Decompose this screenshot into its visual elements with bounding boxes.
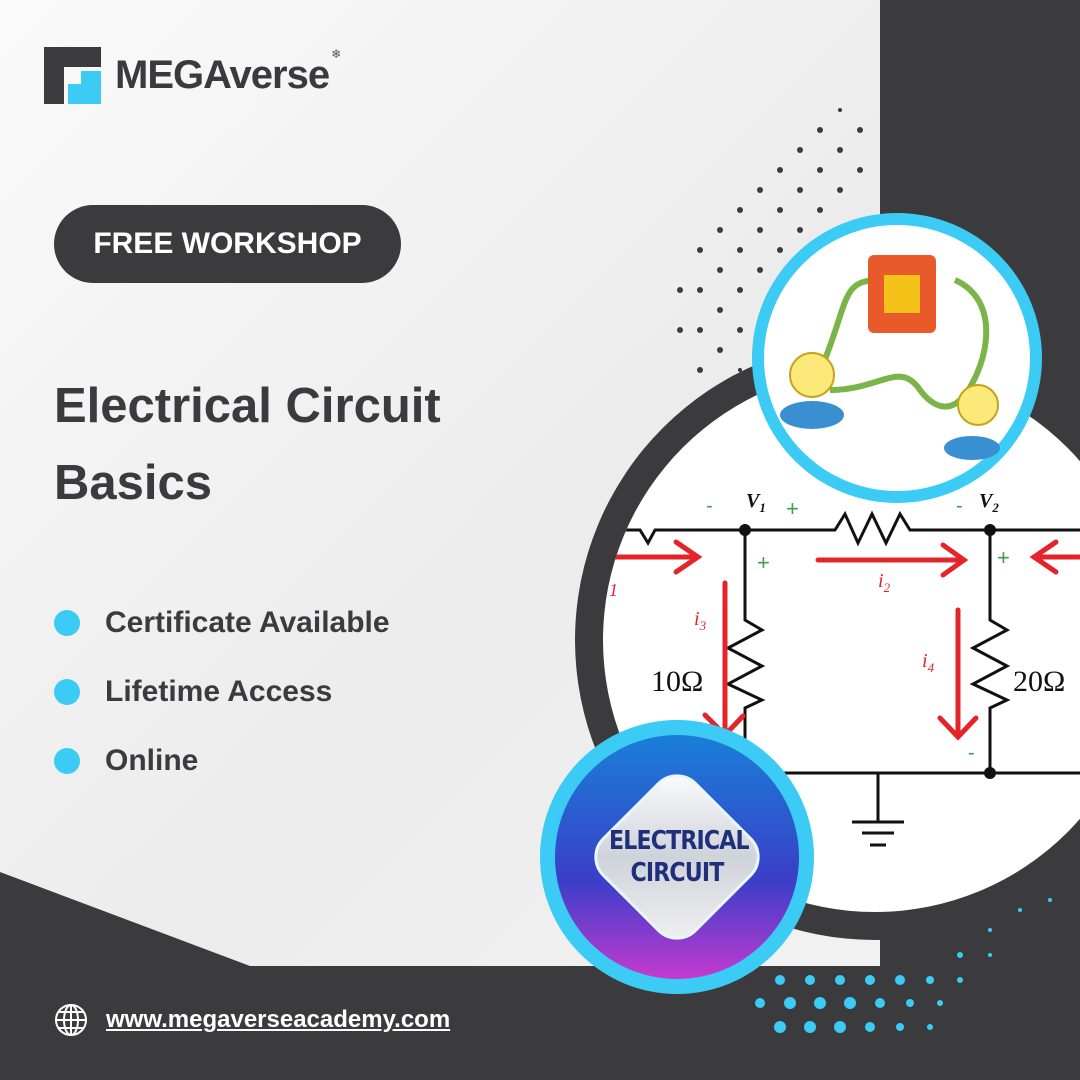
v1-label: V1 <box>746 490 766 515</box>
bulb-circuit-illustration <box>780 255 1000 460</box>
feature-label: Lifetime Access <box>105 674 333 708</box>
i1-label: 1 <box>609 580 618 600</box>
i4-label: i4 <box>922 650 935 675</box>
resistor-20-label: 20Ω <box>1013 665 1066 698</box>
plus-sign: + <box>757 550 770 575</box>
brand-name: MEGAverse <box>115 53 330 97</box>
i3-label: i3 <box>694 608 707 633</box>
electrical-circuit-emblem: ELECTRICAL CIRCUIT <box>609 826 750 888</box>
dot-pattern <box>677 108 863 392</box>
megaverse-logo: MEGAverse ❄ <box>44 47 341 104</box>
minus-sign: - <box>956 495 963 517</box>
feature-label: Certificate Available <box>105 605 390 639</box>
feature-label: Online <box>105 743 199 777</box>
plus-sign: + <box>786 496 799 521</box>
plus-sign: + <box>997 545 1010 570</box>
bullet-icon <box>54 609 80 636</box>
free-workshop-badge: FREE WORKSHOP <box>54 205 401 283</box>
bullet-icon <box>54 678 80 705</box>
feature-item: Certificate Available <box>54 588 390 657</box>
feature-list: Certificate Available Lifetime Access On… <box>54 588 390 795</box>
feature-item: Lifetime Access <box>54 657 390 726</box>
brand-mark: ❄ <box>331 47 342 61</box>
minus-sign: - <box>706 495 713 517</box>
feature-item: Online <box>54 726 390 795</box>
website-link[interactable]: www.megaverseacademy.com <box>106 1006 451 1033</box>
title-line-1: Electrical Circuit <box>54 379 441 433</box>
title-line-2: Basics <box>54 456 213 510</box>
resistor-10-label: 10Ω <box>651 665 704 698</box>
bullet-icon <box>54 747 80 774</box>
i2-label: i2 <box>878 570 891 595</box>
logo-mark-icon <box>44 47 101 104</box>
cyan-dot-pattern <box>755 898 1052 1033</box>
globe-icon <box>55 1004 87 1036</box>
page-title: Electrical Circuit Basics <box>54 368 534 522</box>
v2-label: V2 <box>979 490 999 515</box>
website-link-row: www.megaverseacademy.com <box>54 1003 450 1037</box>
minus-sign: - <box>968 742 975 764</box>
